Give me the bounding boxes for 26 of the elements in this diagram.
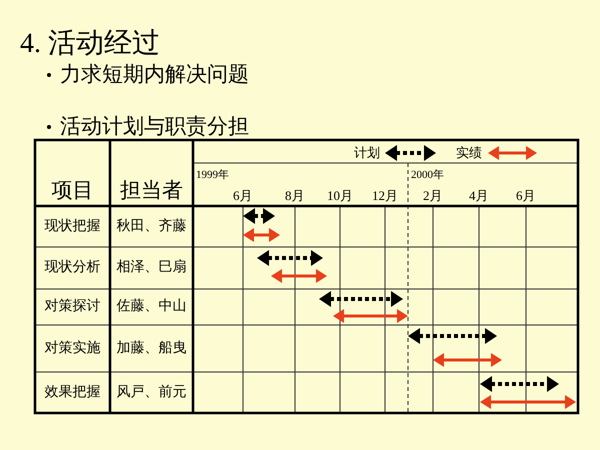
item-cell: 对策探讨: [44, 300, 100, 314]
month-label: 12月: [372, 189, 398, 202]
person-cell: 风戸、前元: [116, 386, 186, 400]
month-label: 6月: [516, 189, 536, 202]
year-label: 1999年: [196, 170, 229, 181]
item-cell: 对策实施: [44, 342, 100, 356]
bullet-text: 活动计划与职责分担: [60, 116, 249, 137]
legend-label: 实绩: [456, 146, 482, 159]
month-label: 4月: [469, 189, 488, 202]
month-label: 6月: [233, 189, 252, 202]
item-cell: 效果把握: [44, 386, 100, 400]
slide-title: 4. 活动经过: [20, 30, 160, 58]
month-label: 10月: [327, 189, 353, 202]
item-cell: 现状分析: [44, 261, 100, 275]
legend-label: 计划: [354, 146, 380, 159]
month-label: 8月: [285, 189, 304, 202]
month-label: 2月: [423, 189, 442, 202]
column-header: 项目: [52, 180, 94, 201]
column-header: 担当者: [120, 180, 183, 201]
bullet-text: 力求短期内解决问题: [60, 64, 249, 85]
person-cell: 佐藤、中山: [116, 300, 186, 314]
year-label: 2000年: [411, 170, 444, 181]
item-cell: 现状把握: [44, 220, 100, 234]
person-cell: 相泽、巳扇: [116, 261, 186, 275]
person-cell: 秋田、齐藤: [116, 220, 186, 234]
person-cell: 加藤、船曳: [116, 342, 186, 356]
